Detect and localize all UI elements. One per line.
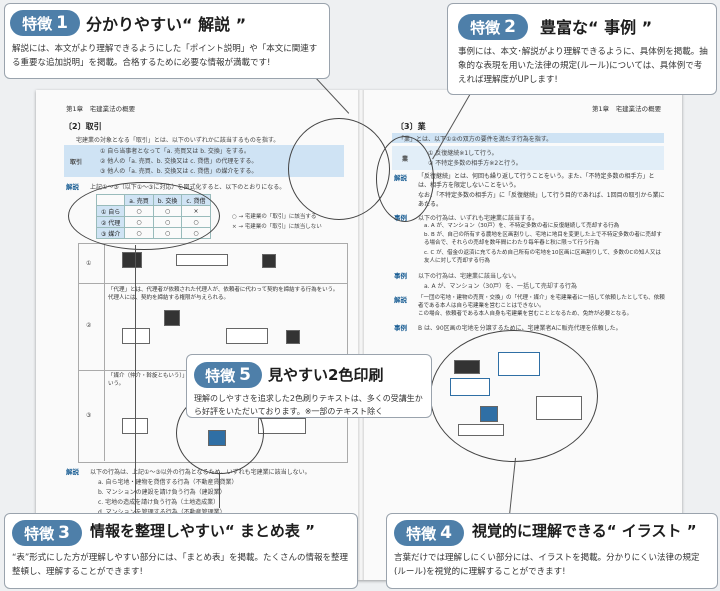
feature-body: “表”形式にした方が理解しやすい部分には、「まとめ表」を掲載。たくさんの情報を整… <box>12 553 348 577</box>
right-lead-text: 「業」とは、以下①②の双方の要件を満たす行為を指す。 <box>398 136 553 143</box>
diagram-note-agent: 「代理」とは、代理者が依頼された代理人が、依頼者に代わって契約を締結する行為をい… <box>108 287 339 301</box>
right-kaisetsu-text: 「一団の宅地・建物の売買・交換」の「代理・媒介」を宅建業者に一括して依頼したとし… <box>418 295 665 309</box>
jirei-tag: 事例 <box>394 324 407 332</box>
right-jirei-item: c. C が、借金の返済に充てるため自己所有の宅地を10区画に区画割りして、多数… <box>424 250 661 264</box>
table-legend: × → 宅建業の「取引」に該当しない <box>232 224 322 230</box>
book-spine <box>358 90 364 580</box>
right-note-text: なお、「不特定多数の相手方」に「反復継続」して行う目的であれば、1回目の取引から… <box>418 192 665 208</box>
highlight-circle <box>376 136 434 222</box>
right-jirei-item: a. A が、マンション（30戸）を、不特定多数の者に反復継続して売却する行為 <box>424 223 620 229</box>
right-box-item: ① 反復継続※1して行う。 <box>428 150 498 157</box>
feature-body: 解説には、本文がより理解できるようにした「ポイント説明」や「本文に関連する重要な… <box>12 44 318 68</box>
left-list-item: c. 宅地の造成を請け負う行為（土地造成業） <box>98 499 220 506</box>
left-list-item: b. マンションの建設を請け負う行為（建設業） <box>98 489 226 496</box>
feature-title: 豊富な“ 事例 ” <box>540 18 653 37</box>
feature-badge-number: 1 <box>56 13 68 33</box>
left-box-label: 取引 <box>70 159 83 166</box>
diagram-row-label: ③ <box>86 412 92 419</box>
person-illustration <box>262 254 276 268</box>
highlight-circle <box>68 182 220 250</box>
diagram-box <box>176 254 228 266</box>
right-jirei-item: a. A が、マンション（30戸）を、一括して売却する行為 <box>424 283 577 290</box>
feature-badge-label: 特徴 <box>406 524 437 543</box>
highlight-circle <box>288 118 390 220</box>
diagram-row-label: ① <box>86 260 92 267</box>
right-kaisetsu-text: 「反復継続」とは、何回も繰り返して行うことをいう。また、「不特定多数の相手方」と… <box>418 173 655 189</box>
feature-title: 情報を整理しやすい“ まとめ表 ” <box>90 522 316 540</box>
left-list-item: a. 自ら宅地・建物を貸借する行為（不動産賃貸業） <box>98 479 238 486</box>
right-box-item: ② 不特定多数の相手方※2と行う。 <box>428 160 522 167</box>
feature-title: 視覚的に理解できる“ イラスト ” <box>472 522 697 540</box>
right-jirei-text: 以下の行為は、いずれも宅建業に該当する。 <box>418 215 539 222</box>
diagram-box <box>226 328 268 344</box>
left-lead-text: 宅建業の対象となる「取引」とは、以下のいずれかに該当するものを指す。 <box>76 137 280 144</box>
diagram-divider <box>78 283 348 284</box>
diagram-row-label: ② <box>86 322 92 329</box>
right-page-header: 第1章 宅建業法の概要 <box>592 105 662 113</box>
feature-body: 事例には、本文･解説がより理解できるように、具体例を掲載。抽象的な表現を用いた法… <box>458 47 708 85</box>
person-illustration <box>164 310 180 326</box>
kaisetsu-tag: 解説 <box>394 296 407 304</box>
kaisetsu-tag: 解説 <box>66 468 79 476</box>
left-box-item: ③ 他人の「a. 売買、b. 交換又は c. 貸借」の媒介をする。 <box>100 168 258 175</box>
left-box-item: ① 自ら当事者となって「a. 売買又は b. 交換」をする。 <box>100 148 250 155</box>
left-page-header: 第1章 宅建業法の概要 <box>66 105 136 113</box>
right-lead-bar <box>392 133 664 143</box>
kaisetsu-tag: 解説 <box>66 183 79 191</box>
table-legend: ○ → 宅建業の「取引」に該当する <box>232 214 317 220</box>
left-box-item: ② 他人の「a. 売買、b. 交換又は c. 貸借」の代理をする。 <box>100 158 258 165</box>
right-jirei-text: B は、90区画の宅地を分譲するために、宅建業者Aに販売代理を依頼した。 <box>418 325 622 332</box>
connector-line <box>135 245 136 515</box>
diagram-box <box>258 418 306 434</box>
left-section-heading: 〔2〕取引 <box>64 122 102 131</box>
feature-title: 分かりやすい“ 解説 ” <box>86 15 247 34</box>
feature-title: 見やすい2色印刷 <box>268 366 384 384</box>
feature-badge-number: 5 <box>239 365 251 385</box>
right-kaisetsu-text: この場合、依頼者である本人自身も宅建業を営むこととなるため、免許が必要となる。 <box>418 311 633 317</box>
feature-badge-label: 特徴 <box>24 524 55 543</box>
feature-body: 言葉だけでは理解しにくい部分には、イラストを掲載。分かりにくい法律の規定(ルール… <box>394 553 700 577</box>
person-illustration <box>122 252 142 268</box>
left-list-item: d. マンションを管理する行為（不動産管理業） <box>98 507 226 516</box>
feature-badge-label: 特徴 <box>22 14 53 33</box>
connector-line <box>219 472 220 508</box>
right-section-heading: 〔3〕業 <box>396 122 426 131</box>
right-jirei-item: b. B が、自己の所有する農地を区画割りし、宅地に地目を変更した上で不特定多数… <box>424 232 662 246</box>
feature-badge-label: 特徴 <box>205 366 236 385</box>
right-jirei-text: 以下の行為は、宅建業に該当しない。 <box>418 273 521 280</box>
diagram-label-column <box>78 243 105 461</box>
highlight-circle <box>430 330 598 462</box>
feature-body: 理解のしやすさを追求した2色刷りテキストは、多くの受講生から好評をいただいており… <box>194 394 423 416</box>
left-kaisetsu-text: 以下の行為は、上記①～③以外の行為となるため、いずれも宅建業に該当しない。 <box>90 469 311 476</box>
jirei-tag: 事例 <box>394 272 407 280</box>
diagram-box <box>122 328 150 344</box>
feature-badge-number: 4 <box>440 523 452 543</box>
person-illustration <box>286 330 300 344</box>
feature-badge-number: 3 <box>58 523 70 543</box>
feature-badge-number: 2 <box>504 17 516 37</box>
feature-badge-label: 特徴 <box>470 18 501 37</box>
